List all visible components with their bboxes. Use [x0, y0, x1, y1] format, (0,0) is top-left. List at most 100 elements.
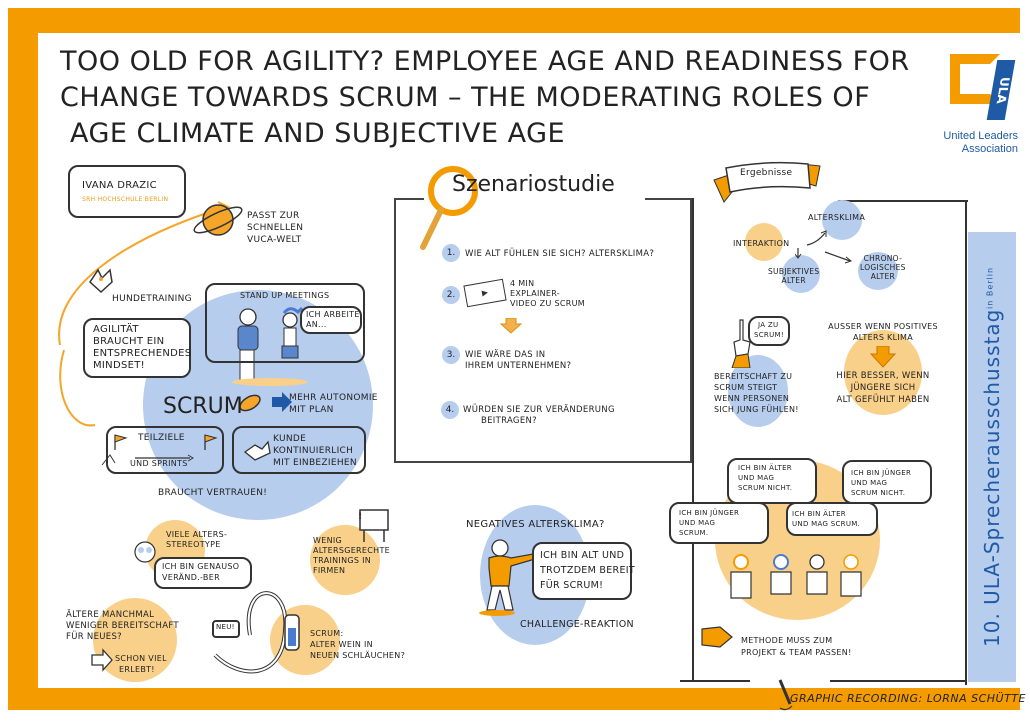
autonomie-line: mit Plan — [289, 405, 334, 415]
agility-bubble-text: Agilität braucht ein entsprechendes Mind… — [93, 324, 191, 372]
szenario-title: Szenariostudie — [452, 172, 615, 197]
methode-text: Methode muss zum Projekt & Team passen! — [741, 635, 852, 659]
erlebt-line: Schon viel — [115, 654, 167, 663]
title-line-3: Age climate and subjective age — [70, 118, 566, 149]
page-title: Too old for agility? Employee age and re… — [60, 44, 910, 152]
author-box — [68, 165, 186, 218]
orange-arrow-curve — [58, 206, 226, 346]
negativ-line: Ich bin alt und — [540, 550, 625, 561]
szenario-box-top-left — [394, 198, 424, 200]
person-icon — [770, 554, 792, 595]
ja-bubble-text: Ja zu Scrum! — [754, 320, 784, 340]
wein-line: neuen Schläuchen? — [310, 651, 406, 660]
node-chrono: Chrono- logisches Alter — [860, 254, 906, 281]
speech-bubble-text: Ich bin älter und mag Scrum. — [792, 509, 860, 529]
step-4-line: Würden Sie zur Veränderung — [463, 405, 615, 415]
node-interaktion: Interaktion — [733, 239, 790, 248]
bereitschaft-line: sich jung fühlen! — [714, 405, 799, 414]
logo-square-icon — [950, 54, 1000, 104]
standup-title: Stand up Meetings — [240, 291, 330, 300]
vertrauen-text: Braucht Vertrauen! — [158, 488, 268, 498]
speech-line: Ich bin jünger — [679, 509, 740, 517]
step-1-text: Wie alt fühlen Sie sich? Altersklima? — [465, 249, 655, 259]
trainings-line: altersgerechte — [313, 546, 391, 555]
head-thinking-icon — [134, 541, 156, 563]
negativ-line: für Scrum! — [540, 580, 604, 591]
speech-line: und mag — [679, 519, 716, 527]
teilziele-box — [106, 426, 224, 474]
step-2-line: 4 min — [510, 279, 535, 288]
left-section-drawing — [58, 201, 389, 682]
erlebt-line: erlebt! — [119, 665, 155, 674]
logo-name-line-1: United Leaders — [943, 130, 1018, 142]
vuca-line: Passt zur — [247, 211, 300, 221]
besser-line: Jüngere sich — [850, 383, 916, 393]
erlebt-orange-circle — [93, 598, 177, 682]
ausser-orange-circle — [844, 330, 922, 415]
results-frame-bottom-right — [830, 680, 967, 682]
orange-frame-top — [8, 8, 1020, 33]
agility-bubble — [83, 318, 191, 378]
kunde-line: Kunde — [273, 434, 307, 444]
stereotype-bubble-line: Ich bin genauso — [162, 562, 240, 571]
trainings-line: Wenig — [313, 536, 343, 545]
bubble-line: Mindset! — [93, 360, 145, 371]
wein-line: Alter Wein in — [310, 640, 373, 649]
negativ-line: trotzdem bereit — [540, 565, 635, 576]
erlebt-text: Schon viel erlebt! — [115, 653, 167, 675]
speech-line: Ich bin jünger — [851, 469, 912, 477]
speech-line: Scrum nicht. — [738, 484, 793, 492]
aeltere-line: Ältere manchmal — [66, 610, 155, 620]
szenario-box-top-right — [645, 198, 693, 200]
trainings-text: Wenig altersgerechte Trainings in Firmen — [313, 536, 390, 576]
altersklima-circle — [822, 200, 862, 240]
besser-line: Hier besser, wenn — [836, 371, 930, 381]
kunde-text: Kunde kontinuierlich mit einbeziehen — [273, 433, 357, 469]
speech-bubble — [727, 458, 817, 504]
interaktion-circle — [745, 223, 783, 261]
step-2-text: 4 min Explainer- Video zu Scrum — [510, 279, 585, 309]
vuca-text: Passt zur schnellen VUCA-Welt — [247, 210, 303, 246]
stereotype-bubble-line: veränd.-ber — [162, 573, 220, 582]
step-number: 3. — [442, 346, 460, 364]
author-org: SRH Hochschule Berlin — [82, 196, 169, 203]
ja-bubble — [748, 316, 790, 346]
bereitschaft-text: Bereitschaft zu Scrum steigt wenn Person… — [714, 371, 799, 415]
bereitschaft-line: wenn Personen — [714, 394, 790, 403]
orange-frame-left — [8, 8, 38, 708]
blue-arrow-icon — [272, 392, 292, 412]
ula-logo: ULA United Leaders Association — [940, 52, 1020, 162]
bubble-line: Agilität — [93, 324, 139, 335]
teilziele-bottom: und Sprints — [130, 459, 188, 468]
step-3-line: Wie wäre das in — [465, 350, 546, 360]
author-name: Ivana Drazic — [82, 180, 157, 191]
bubble-line: entsprechendes — [93, 348, 192, 359]
bereitschaft-line: Scrum steigt — [714, 383, 778, 392]
stereotype-text: Viele Alters- Stereotype — [166, 530, 227, 550]
speech-bubble — [669, 502, 769, 544]
speech-line: und mag — [851, 479, 888, 487]
step-number: 1. — [442, 244, 460, 262]
ausser-text: Außer wenn positives Alters Klima — [822, 321, 944, 343]
stereotype-bubble-text: Ich bin genauso veränd.-ber — [162, 561, 239, 583]
results-frame-left — [692, 198, 694, 682]
ja-line: Scrum! — [754, 331, 784, 339]
neu-bubble — [212, 620, 240, 638]
outline-arrow-icon — [91, 648, 113, 672]
orange-right-arrow-icon — [701, 626, 733, 648]
standup-box — [205, 283, 365, 363]
speech-line: Scrum nicht. — [851, 489, 906, 497]
person-icon — [730, 554, 752, 599]
title-line-1: Too old for agility? Employee age and re… — [60, 46, 910, 77]
trainings-orange-circle — [310, 525, 380, 595]
node-line: Alter — [870, 272, 895, 281]
node-line: logisches — [860, 263, 906, 272]
speech-bubble — [786, 502, 878, 536]
ergebnisse-banner: Ergebnisse — [740, 168, 793, 178]
node-altersklima: Altersklima — [808, 213, 866, 222]
wein-text: Scrum: Alter Wein in neuen Schläuchen? — [310, 628, 405, 661]
speech-line: Scrum. — [679, 529, 709, 537]
besser-line: alt gefühlt haben — [836, 395, 930, 405]
person-icon — [840, 554, 862, 597]
relation-arrows — [795, 230, 853, 264]
